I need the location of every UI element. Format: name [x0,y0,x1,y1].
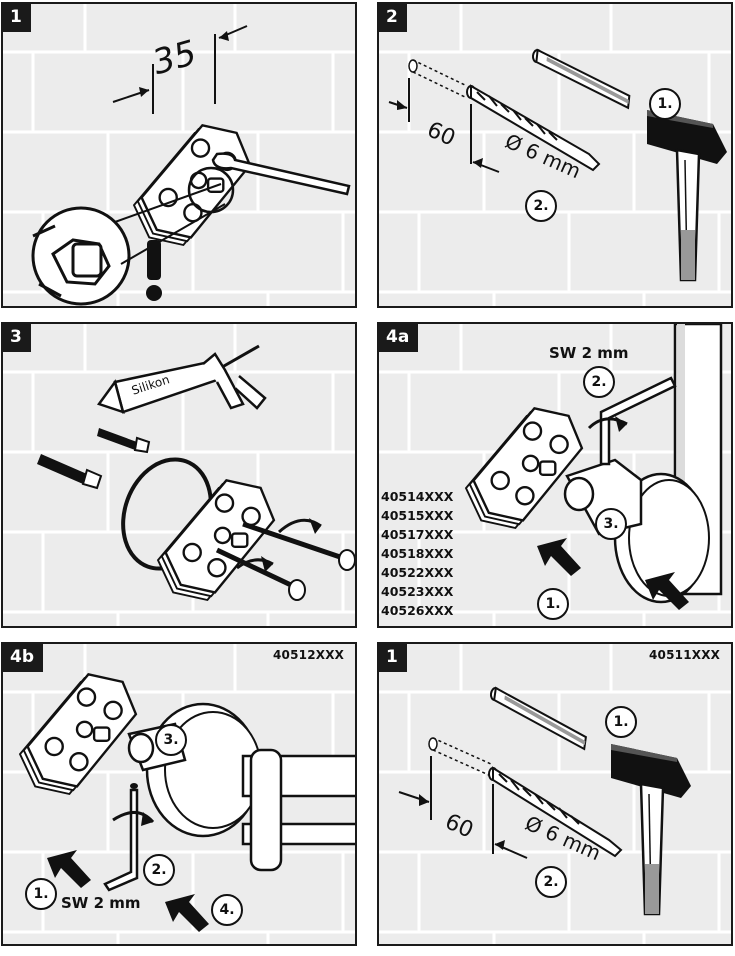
step-callout-2: 2. [525,190,557,222]
wrench-size-label: SW 2 mm [549,344,629,362]
step-callout-4: 4. [211,894,243,926]
model-number-list: 40514XXX 40515XXX 40517XXX 40518XXX 4052… [381,487,453,620]
step-callout-3: 3. [155,724,187,756]
panel-1-illustration [3,4,355,306]
allen-key-icon [103,788,139,892]
exclamation-icon [147,240,161,280]
panel-3-illustration [3,324,355,626]
step-callout-2: 2. [583,366,615,398]
step-callout-1: 1. [605,706,637,738]
step-number: 4a [379,324,419,352]
model-number: 40517XXX [381,527,454,542]
allen-key-icon [599,376,677,466]
panel-4a-illustration [379,324,731,626]
allen-key-icon [211,152,351,196]
step-number: 3 [3,324,31,352]
model-number: 40515XXX [381,508,454,523]
step-panel-1-alt: 1 40511XXX 60 Ø 6 mm 1. 2. [377,642,733,946]
model-number: 40523XXX [381,584,454,599]
panel-2-illustration [379,4,731,306]
step-callout-2: 2. [535,866,567,898]
step-callout-1: 1. [25,878,57,910]
step-number: 4b [3,644,43,672]
step-callout-2: 2. [143,854,175,886]
model-number: 40522XXX [381,565,454,580]
model-number: 40511XXX [649,648,721,662]
panel-4b-illustration [3,644,355,944]
step-callout-1: 1. [649,88,681,120]
step-callout-3: 3. [595,508,627,540]
screw-icon [37,428,151,490]
step-panel-4a: 4a SW 2 mm 1. 2. 3. 40514XXX 40515XXX 40… [377,322,733,628]
model-number: 40514XXX [381,489,454,504]
step-panel-1: 1 35 [1,2,357,308]
long-screw-icon [215,521,355,601]
model-number: 40526XXX [381,603,454,618]
step-panel-4b: 4b 40512XXX SW 2 mm 1. 2. 3. 4. [1,642,357,946]
model-number: 40512XXX [273,648,345,662]
step-callout-1: 1. [537,588,569,620]
step-panel-2: 2 60 Ø 6 mm 1. 2. [377,2,733,308]
step-panel-3: 3 Silikon [1,322,357,628]
step-number: 1 [379,644,407,672]
wrench-size-label: SW 2 mm [61,894,141,912]
panel-1-alt-illustration [379,644,731,944]
step-number: 1 [3,4,31,32]
model-number: 40518XXX [381,546,454,561]
silicone-gun-icon [96,344,267,414]
step-number: 2 [379,4,407,32]
